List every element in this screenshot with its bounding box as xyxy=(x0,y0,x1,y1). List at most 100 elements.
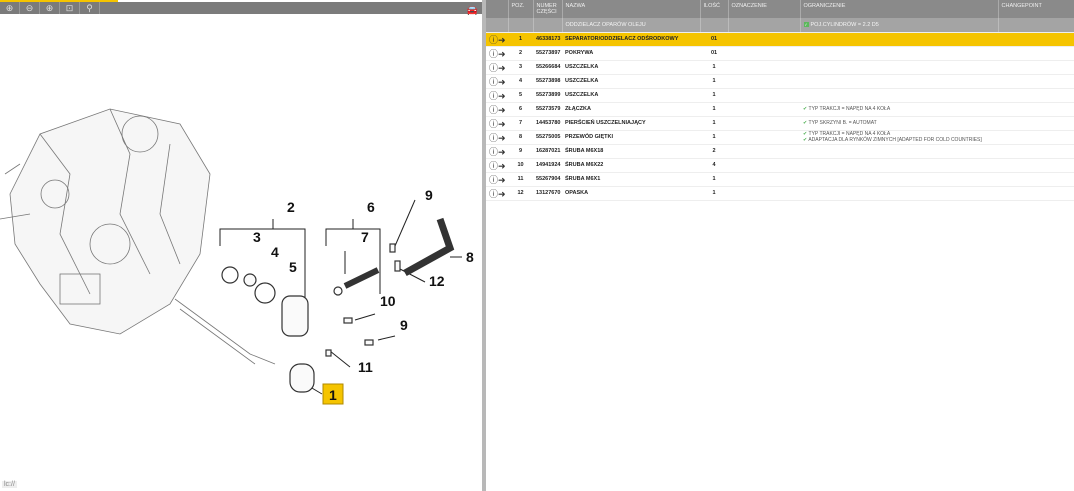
header-icon xyxy=(486,0,509,18)
info-link-icon[interactable]: ⓘ➜ xyxy=(489,132,506,143)
cell-changepoint xyxy=(998,60,1074,75)
header-pos[interactable]: POZ. xyxy=(508,0,534,18)
callout-8[interactable]: 8 xyxy=(466,249,474,265)
cell-changepoint xyxy=(998,186,1074,201)
callout-2[interactable]: 2 xyxy=(287,199,295,215)
cell-restriction xyxy=(800,88,998,103)
restriction-text: ADAPTACJA DLA RYNKÓW ZIMNYCH [ADAPTED FO… xyxy=(808,137,982,143)
callout-9[interactable]: 9 xyxy=(425,187,433,203)
callout-5[interactable]: 5 xyxy=(289,259,297,275)
cell-part-number: 55273579 xyxy=(533,102,562,117)
callout-7[interactable]: 7 xyxy=(361,229,369,245)
cell-pos: 5 xyxy=(508,88,533,103)
cell-designation xyxy=(728,116,800,131)
table-row[interactable]: ⓘ➜ 9 16287021 ŚRUBA M6X18 2 xyxy=(486,144,1074,159)
zoom-reset-icon[interactable]: ⚲ xyxy=(80,2,100,14)
cell-qty: 1 xyxy=(700,102,728,117)
table-header: POZ. NUMER CZĘŚCI NAZWA ILOŚĆ OZNACZENIE… xyxy=(486,0,1074,18)
callout-3[interactable]: 3 xyxy=(253,229,261,245)
zoom-fit-icon[interactable]: ⊕ xyxy=(40,2,60,14)
info-link-icon[interactable]: ⓘ➜ xyxy=(489,104,506,115)
info-link-icon[interactable]: ⓘ➜ xyxy=(489,76,506,87)
cell-changepoint xyxy=(998,102,1074,117)
cell-name: PRZEWÓD GIĘTKI xyxy=(562,130,700,145)
table-row[interactable]: ⓘ➜ 1 46338173 SEPARATOR/ODDZIELACZ ODŚRO… xyxy=(486,32,1074,47)
table-row[interactable]: ⓘ➜ 5 55273899 USZCZELKA 1 xyxy=(486,88,1074,103)
cell-restriction xyxy=(800,46,998,61)
part-10-bolt xyxy=(343,317,353,324)
cell-changepoint xyxy=(998,130,1074,145)
header-designation[interactable]: OZNACZENIE xyxy=(728,0,801,18)
panel-splitter[interactable] xyxy=(482,0,486,491)
table-row[interactable]: ⓘ➜ 4 55273898 USZCZELKA 1 xyxy=(486,74,1074,89)
cell-pos: 7 xyxy=(508,116,533,131)
cell-changepoint xyxy=(998,116,1074,131)
cell-part-number: 14941924 xyxy=(533,158,562,173)
header-restriction[interactable]: OGRANICZENIE xyxy=(800,0,999,18)
callout-12[interactable]: 12 xyxy=(429,273,445,289)
cell-restriction xyxy=(800,144,998,159)
cell-part-number: 55275005 xyxy=(533,130,562,145)
info-link-icon[interactable]: ⓘ➜ xyxy=(489,118,506,129)
status-bar: lc:// xyxy=(2,481,17,488)
zoom-area-icon[interactable]: ⊡ xyxy=(60,2,80,14)
car-icon[interactable]: 🚘 xyxy=(466,5,478,15)
restriction-text: TYP TRAKCJI = NAPĘD NA 4 KOŁA xyxy=(808,106,891,112)
table-row[interactable]: ⓘ➜ 8 55275005 PRZEWÓD GIĘTKI 1 ✔ TYP TRA… xyxy=(486,130,1074,145)
header-changepoint[interactable]: CHANGEPOINT xyxy=(998,0,1074,18)
cell-pos: 4 xyxy=(508,74,533,89)
group-name: ODDZIELACZ OPARÓW OLEJU xyxy=(562,18,701,33)
cell-qty: 1 xyxy=(700,88,728,103)
callout-10[interactable]: 10 xyxy=(380,293,396,309)
check-icon: ✔ xyxy=(803,131,808,137)
cell-part-number: 55273898 xyxy=(533,74,562,89)
callout-11[interactable]: 11 xyxy=(358,359,373,375)
diagram-toolbar: ⊕ ⊖ ⊕ ⊡ ⚲ 🚘 xyxy=(0,2,482,15)
check-icon: ✔ xyxy=(803,137,808,143)
zoom-in-icon[interactable]: ⊕ xyxy=(0,2,20,14)
table-row[interactable]: ⓘ➜ 10 14941924 ŚRUBA M6X22 4 xyxy=(486,158,1074,173)
cell-part-number: 46338173 xyxy=(533,32,562,47)
cell-part-number: 55267904 xyxy=(533,172,562,187)
info-link-icon[interactable]: ⓘ➜ xyxy=(489,160,506,171)
cell-designation xyxy=(728,130,800,145)
callout-9b[interactable]: 9 xyxy=(400,317,408,333)
header-name[interactable]: NAZWA xyxy=(562,0,701,18)
callout-1[interactable]: 1 xyxy=(329,387,337,403)
info-link-icon[interactable]: ⓘ➜ xyxy=(489,188,506,199)
cell-designation xyxy=(728,74,800,89)
table-row[interactable]: ⓘ➜ 11 55267904 ŚRUBA M6X1 1 xyxy=(486,172,1074,187)
cell-name: USZCZELKA xyxy=(562,60,700,75)
callout-4[interactable]: 4 xyxy=(271,244,279,260)
cell-name: USZCZELKA xyxy=(562,74,700,89)
part-6-connector xyxy=(343,267,380,289)
cell-pos: 12 xyxy=(508,186,533,201)
cell-designation xyxy=(728,60,800,75)
cell-restriction xyxy=(800,32,998,47)
table-row[interactable]: ⓘ➜ 6 55273579 ZŁĄCZKA 1 ✔ TYP TRAKCJI = … xyxy=(486,102,1074,117)
cell-changepoint xyxy=(998,158,1074,173)
table-row[interactable]: ⓘ➜ 12 13127670 OPASKA 1 xyxy=(486,186,1074,201)
info-link-icon[interactable]: ⓘ➜ xyxy=(489,34,506,45)
callout-6[interactable]: 6 xyxy=(367,199,375,215)
cell-qty: 4 xyxy=(700,158,728,173)
cell-changepoint xyxy=(998,144,1074,159)
info-link-icon[interactable]: ⓘ➜ xyxy=(489,62,506,73)
cell-name: PIERŚCIEŃ USZCZELNIAJĄCY xyxy=(562,116,700,131)
callout-1-highlight[interactable] xyxy=(322,383,344,405)
info-link-icon[interactable]: ⓘ➜ xyxy=(489,146,506,157)
cell-designation xyxy=(728,158,800,173)
zoom-out-icon[interactable]: ⊖ xyxy=(20,2,40,14)
table-row[interactable]: ⓘ➜ 7 14453780 PIERŚCIEŃ USZCZELNIAJĄCY 1… xyxy=(486,116,1074,131)
table-row[interactable]: ⓘ➜ 2 55273897 POKRYWA 01 xyxy=(486,46,1074,61)
cell-designation xyxy=(728,32,800,47)
info-link-icon[interactable]: ⓘ➜ xyxy=(489,48,506,59)
cell-qty: 2 xyxy=(700,144,728,159)
header-qty[interactable]: ILOŚĆ xyxy=(700,0,729,18)
info-link-icon[interactable]: ⓘ➜ xyxy=(489,174,506,185)
header-part-number[interactable]: NUMER CZĘŚCI xyxy=(533,0,563,18)
cell-changepoint xyxy=(998,88,1074,103)
info-link-icon[interactable]: ⓘ➜ xyxy=(489,90,506,101)
cell-qty: 1 xyxy=(700,74,728,89)
table-row[interactable]: ⓘ➜ 3 55266684 USZCZELKA 1 xyxy=(486,60,1074,75)
